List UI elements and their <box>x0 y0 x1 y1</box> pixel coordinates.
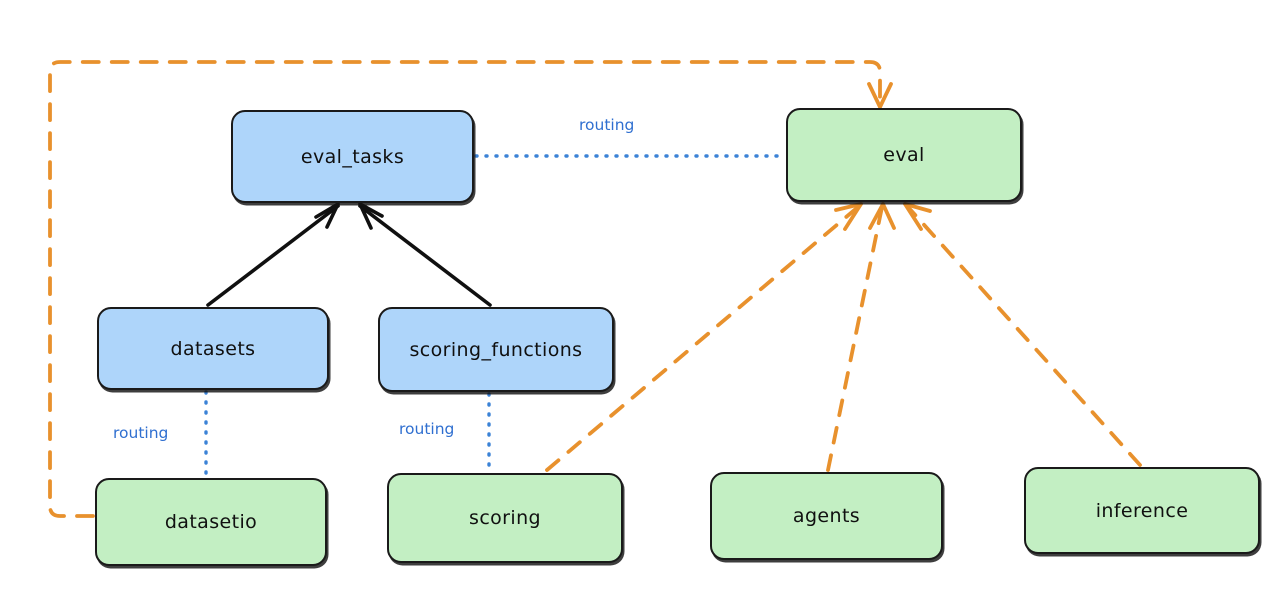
edge-agents-eval <box>826 202 896 472</box>
node-label-agents: agents <box>792 505 861 527</box>
edge-label-routing-datasets-datasetio: routing <box>113 424 169 442</box>
node-datasetio[interactable]: datasetio <box>95 478 327 566</box>
node-eval[interactable]: eval <box>786 108 1022 202</box>
node-label-datasets: datasets <box>170 337 256 360</box>
node-datasets[interactable]: datasets <box>97 307 329 390</box>
edge-scoring_functions-eval_tasks <box>358 202 492 307</box>
node-scoring-functions[interactable]: scoring_functions <box>378 307 614 392</box>
node-label-inference: inference <box>1095 499 1189 522</box>
node-label-eval-tasks: eval_tasks <box>300 145 405 168</box>
node-label-datasetio: datasetio <box>164 511 258 533</box>
node-inference[interactable]: inference <box>1024 467 1260 554</box>
node-label-eval: eval <box>883 144 925 166</box>
edge-label-routing-scoring-functions-scoring: routing <box>399 420 455 438</box>
edge-inference-eval <box>903 202 1142 467</box>
node-eval-tasks[interactable]: eval_tasks <box>231 110 474 203</box>
node-label-scoring-functions: scoring_functions <box>409 338 583 361</box>
node-scoring[interactable]: scoring <box>387 473 623 563</box>
edge-datasets-eval_tasks <box>206 202 340 307</box>
edge-label-routing-eval-tasks-eval: routing <box>579 116 635 134</box>
node-agents[interactable]: agents <box>710 472 943 560</box>
node-label-scoring: scoring <box>469 507 541 529</box>
